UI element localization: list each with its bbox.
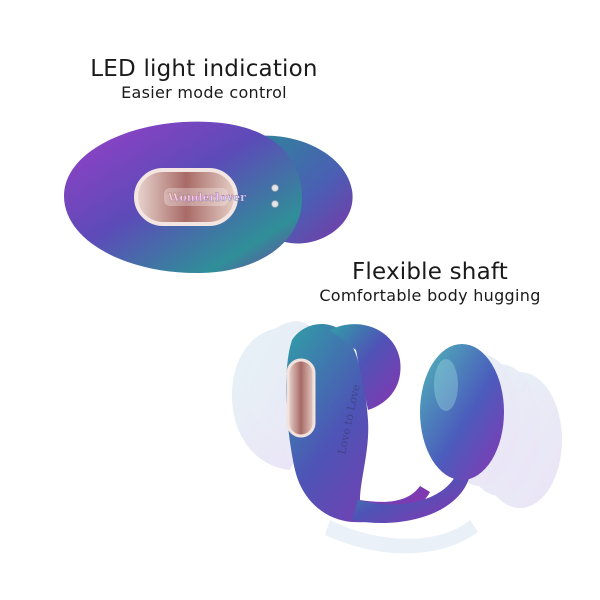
led-feature-title: LED light indication bbox=[90, 56, 318, 82]
bottom-device-head bbox=[330, 324, 401, 410]
top-device-logo: Wonderlover bbox=[167, 191, 246, 204]
top-device: Wonderlover bbox=[64, 121, 353, 274]
led-feature-caption: LED light indication Easier mode control bbox=[78, 55, 330, 103]
led-indicator-icon bbox=[271, 200, 279, 208]
bottom-device-panel bbox=[286, 358, 316, 438]
flex-feature-caption: Flexible shaft Comfortable body hugging bbox=[300, 258, 560, 306]
flex-feature-title: Flexible shaft bbox=[352, 259, 508, 285]
led-feature-subtitle: Easier mode control bbox=[121, 83, 287, 102]
led-indicator-icon bbox=[271, 184, 279, 192]
top-device-panel bbox=[134, 168, 238, 226]
bottom-device-body bbox=[286, 323, 430, 523]
bottom-device-shaft bbox=[352, 470, 470, 523]
bottom-device-bulb bbox=[420, 344, 504, 480]
flex-feature-subtitle: Comfortable body hugging bbox=[319, 286, 541, 305]
bottom-device: Love to Love bbox=[286, 323, 504, 523]
